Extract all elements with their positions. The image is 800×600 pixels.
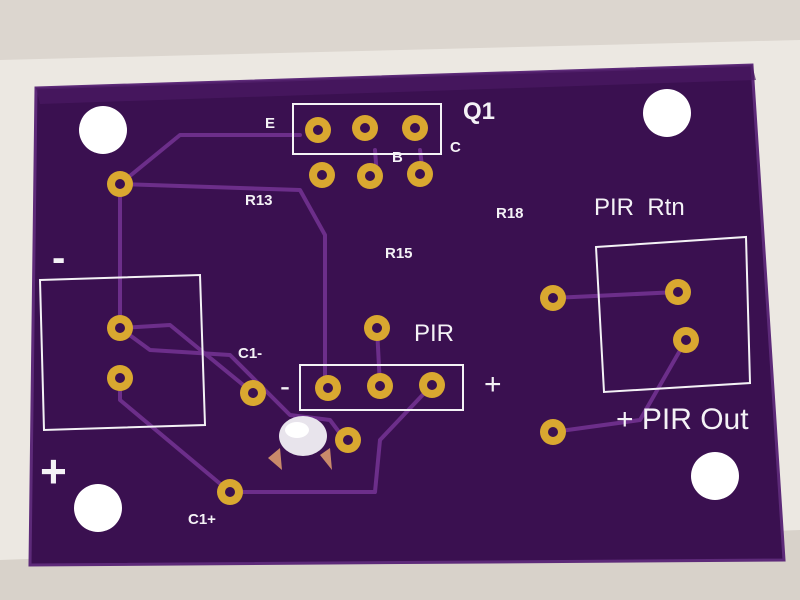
copper-traces [118,133,688,494]
label-c1-plus: C1+ [188,511,216,528]
label-r18: R18 [496,205,524,222]
mounting-hole-bottom-left [74,484,122,532]
pad [305,117,331,143]
pad [673,327,699,353]
label-r13: R13 [245,192,273,209]
pad [107,315,133,341]
pad [335,427,361,453]
pad [407,161,433,187]
pad [364,315,390,341]
mounting-hole-top-left [79,106,127,154]
pir-header-outline [299,364,464,411]
pad [107,171,133,197]
label-q1: Q1 [463,98,496,125]
q1-outline [292,103,442,155]
surface-shadow [0,0,800,60]
pad [352,115,378,141]
pad [367,373,393,399]
pad [309,162,335,188]
label-c1-minus: C1- [238,345,263,362]
label-pir: PIR [414,320,455,347]
pad [540,419,566,445]
pcb-board-edge [36,65,756,104]
pad [540,285,566,311]
label-pir-out: + PIR Out [616,403,749,436]
pad [357,163,383,189]
label-collector: C [450,139,461,156]
mounting-hole-bottom-right [691,452,739,500]
pad [107,365,133,391]
silkscreen-outlines [38,103,752,432]
label-pir-rtn: PIR Rtn [594,194,685,221]
label-base: B [392,149,403,166]
pcb-board [28,63,786,567]
pad [419,372,445,398]
label-plus-left: + [40,445,67,497]
solder-pads [107,115,699,505]
right-connector-outline [594,235,752,394]
pad [665,279,691,305]
label-pir-plus: + [484,368,502,401]
solder-blob [268,416,332,470]
left-connector-outline [38,273,207,432]
label-minus-left: - [52,236,66,280]
label-pir-minus: - [280,370,290,403]
pad [315,375,341,401]
pad [217,479,243,505]
label-r15: R15 [385,245,413,262]
label-emitter: E [265,115,276,132]
pad [402,115,428,141]
mounting-hole-top-right [643,89,691,137]
pad [240,380,266,406]
